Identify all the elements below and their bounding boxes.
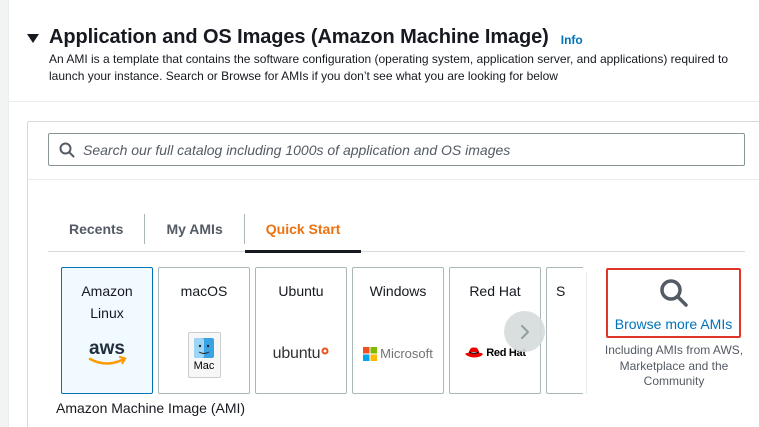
tile-ubuntu[interactable]: Ubuntu ubuntu [255,267,347,394]
microsoft-logo-icon: Microsoft [353,346,443,361]
ubuntu-logo-icon: ubuntu [256,345,346,363]
tab-quick-start[interactable]: Quick Start [244,206,362,253]
tab-recents[interactable]: Recents [69,221,124,237]
tile-amazon-linux[interactable]: Amazon Linux aws [61,267,153,394]
tile-macos[interactable]: macOS Mac [158,267,250,394]
tile-name: S [556,283,566,299]
tab-my-amis[interactable]: My AMIs [166,221,223,237]
vertical-divider [586,272,587,394]
chevron-right-icon [520,324,529,339]
section-header[interactable]: Application and OS Images (Amazon Machin… [27,26,583,49]
carousel-next-button[interactable] [504,311,545,352]
search-icon [660,279,688,307]
ami-field-label: Amazon Machine Image (AMI) [56,400,246,416]
info-link[interactable]: Info [560,32,583,47]
search-icon [59,142,75,157]
tile-name: Ubuntu [278,283,324,299]
browse-more-amis-label[interactable]: Browse more AMIs [614,316,733,332]
tile-name: Windows [369,283,427,299]
ami-search-box[interactable] [48,133,745,166]
svg-text:aws: aws [89,338,125,359]
mac-logo-icon: Mac [159,332,249,378]
collapse-caret-icon[interactable] [27,34,39,43]
tab-divider [144,214,146,244]
search-area [28,122,759,180]
section-description: An AMI is a template that contains the s… [49,52,729,83]
section-title: Application and OS Images (Amazon Machin… [49,26,549,48]
tile-windows[interactable]: Windows Microsoft [352,267,444,394]
divider [9,101,759,102]
tile-name: Red Hat [469,283,521,299]
search-input[interactable] [83,141,723,158]
tile-name: macOS [180,283,228,299]
tile-partial[interactable]: S [546,267,583,394]
ami-section-panel: Application and OS Images (Amazon Machin… [8,0,759,427]
browse-more-amis-button[interactable]: Browse more AMIs [606,268,741,338]
tile-name: Amazon Linux [81,283,133,321]
tab-divider [243,214,245,244]
browse-note: Including AMIs from AWS, Marketplace and… [604,343,744,388]
ami-picker-container: Recents My AMIs Quick Start Amazon Linux… [27,121,759,427]
aws-logo-icon: aws [62,336,152,370]
tab-bar: Recents My AMIs Quick Start [48,206,745,253]
os-tiles: Amazon Linux aws macOS [53,267,583,394]
